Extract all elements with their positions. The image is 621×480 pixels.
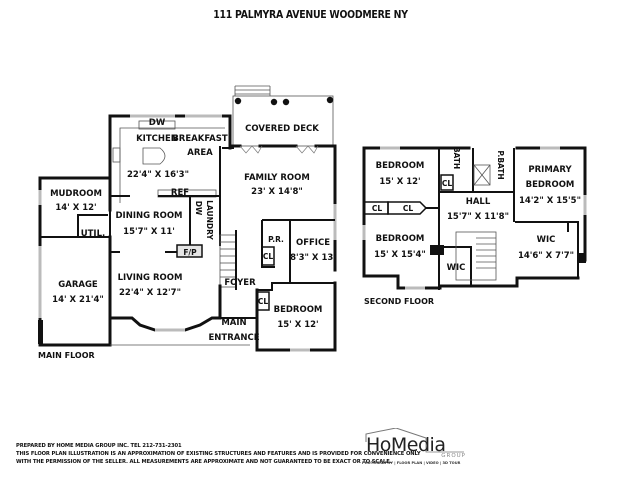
cl-label: CL [263, 252, 274, 261]
main-floor-label: MAIN FLOOR [38, 351, 95, 360]
second-floor-plan [362, 146, 587, 290]
garage-label: GARAGE [58, 280, 98, 290]
cl2-label: CL [258, 297, 269, 306]
bedroom2-label: BEDROOM [376, 234, 425, 244]
main-floor-plan [38, 85, 337, 352]
bath-label: BATH [452, 147, 461, 169]
dw-laundry-label: DW [194, 201, 203, 216]
disclaimer-footer: PREPARED BY HOME MEDIA GROUP INC. TEL 21… [16, 442, 421, 466]
bedroom2-dims: 15' X 15'4" [374, 250, 426, 260]
main-entrance-label-2: ENTRANCE [209, 333, 260, 343]
homedia-logo: HoMedia GROUP PHOTOGRAPHY | FLOOR PLAN |… [360, 428, 470, 468]
ref-label: REF [171, 188, 189, 198]
deck-post [282, 98, 290, 106]
mudroom-dims: 14' X 12' [55, 203, 96, 213]
foyer-label: FOYER [224, 278, 256, 288]
living-room-dims: 22'4" X 12'7" [119, 288, 181, 298]
deck-post [234, 97, 242, 105]
logo-tagline: PHOTOGRAPHY | FLOOR PLAN | VIDEO | 3D TO… [362, 461, 461, 465]
util-label: UTIL. [81, 229, 106, 239]
page-title: 111 PALMYRA AVENUE WOODMERE NY [213, 8, 408, 21]
main-stairs [219, 230, 237, 290]
primary-label-2: BEDROOM [526, 180, 575, 190]
living-room-label: LIVING ROOM [118, 273, 183, 283]
fp-label: F/P [183, 248, 197, 257]
second-stairs [455, 231, 497, 281]
primary-label: PRIMARY [528, 165, 572, 175]
dining-room-dims: 15'7" X 11' [123, 227, 175, 237]
cl-a-label: CL [372, 204, 383, 213]
kitchen-dims: 22'4" X 16'3" [127, 170, 189, 180]
logo-group: GROUP [441, 453, 466, 459]
bedroom-label: BEDROOM [274, 305, 323, 315]
deck-post [270, 98, 278, 106]
hall-label: HALL [466, 197, 491, 207]
pbath-label: P.BATH [496, 150, 505, 179]
office-label: OFFICE [296, 238, 330, 248]
bedroom1-label: BEDROOM [376, 161, 425, 171]
breakfast-label: BREAKFAST [172, 134, 228, 144]
second-floor-label: SECOND FLOOR [364, 297, 434, 306]
logo-name: HoMedia [366, 434, 446, 456]
family-room-label: FAMILY ROOM [244, 173, 310, 183]
disclaimer-line-2: WITH THE PERMISSION OF THE SELLER. ALL M… [16, 459, 392, 465]
breakfast-area-label: AREA [187, 148, 213, 158]
kitchen-label: KITCHEN [136, 134, 178, 144]
wic2-label: WIC [537, 235, 556, 245]
wic2-dims: 14'6" X 7'7" [518, 251, 574, 261]
dw-label: DW [149, 118, 166, 128]
laundry-label: LAUNDRY [205, 200, 214, 240]
hall-dims: 15'7" X 11'8" [447, 212, 509, 222]
cl-bath-label: CL [442, 179, 453, 188]
prepared-by-text: PREPARED BY HOME MEDIA GROUP INC. TEL 21… [16, 443, 182, 449]
main-entrance-label: MAIN [221, 318, 246, 328]
bedroom-dims: 15' X 12' [277, 320, 318, 330]
cl-b-label: CL [403, 204, 414, 213]
deck-post [326, 96, 334, 104]
mudroom-label: MUDROOM [50, 189, 102, 199]
primary-dims: 14'2" X 15'5" [519, 196, 581, 206]
disclaimer-line-1: THIS FLOOR PLAN ILLUSTRATION IS AN APPRO… [16, 451, 421, 457]
family-room-dims: 23' X 14'8" [251, 187, 303, 197]
house-roof-icon [365, 428, 464, 453]
pr-label: P.R. [268, 235, 284, 244]
garage-dims: 14' X 21'4" [52, 295, 104, 305]
wic1-label: WIC [447, 263, 466, 273]
bedroom1-dims: 15' X 12' [379, 177, 420, 187]
covered-deck-label: COVERED DECK [245, 124, 319, 134]
office-dims: 8'3" X 13' [290, 253, 336, 263]
dining-room-label: DINING ROOM [116, 211, 183, 221]
covered-deck-area [232, 85, 334, 147]
